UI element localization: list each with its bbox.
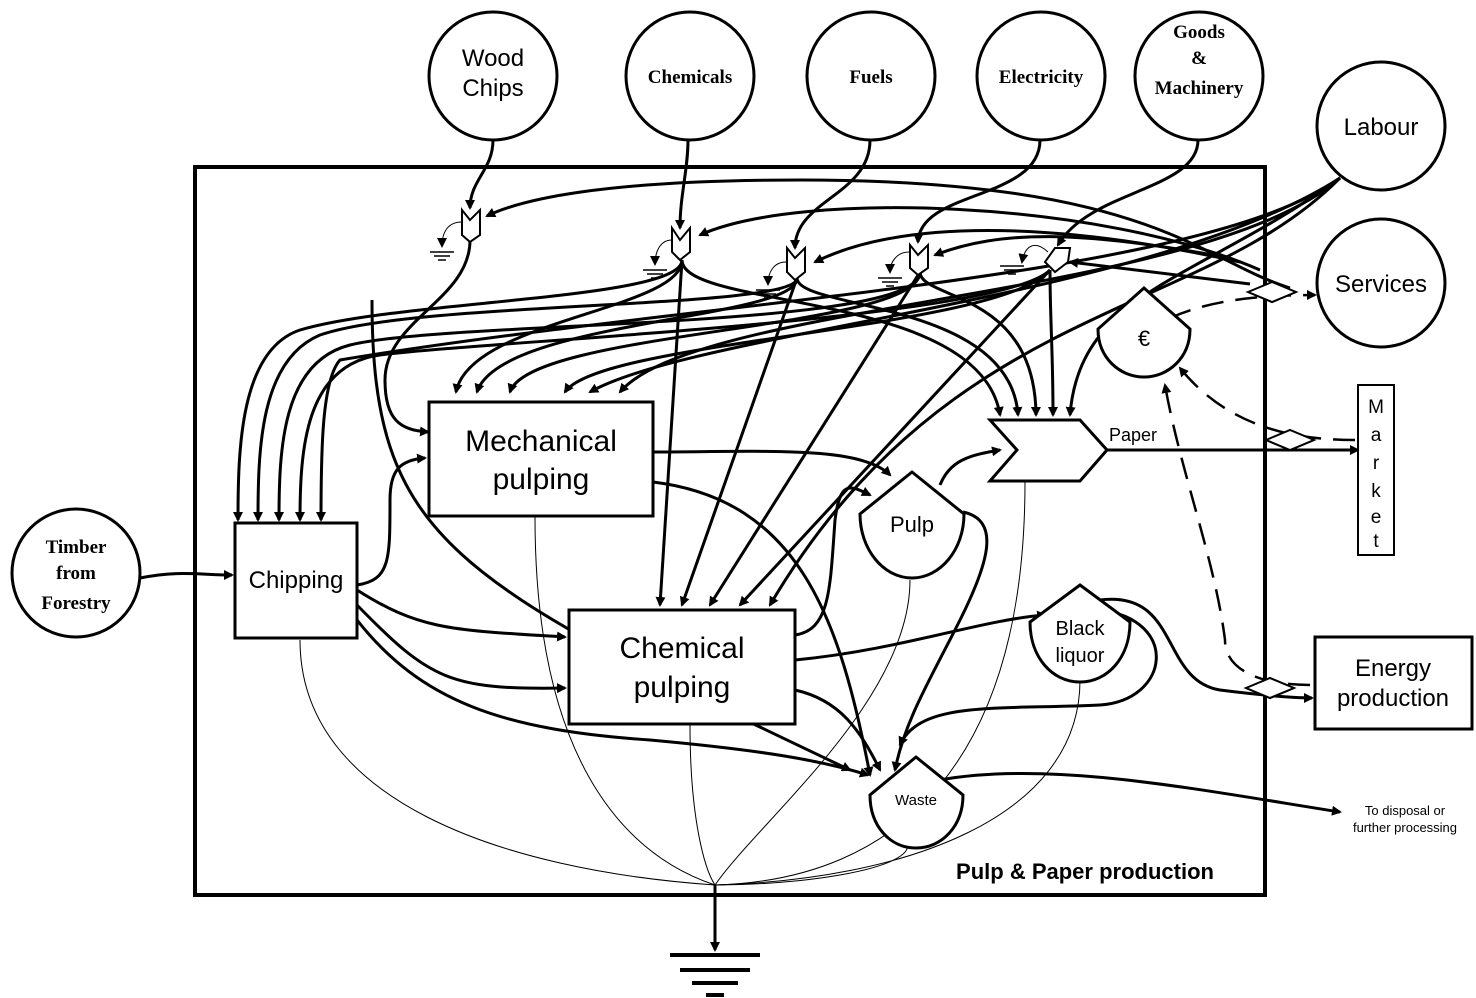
energy-label-2: production bbox=[1337, 685, 1449, 712]
goods-label-2: & bbox=[1191, 48, 1207, 69]
source-labour: Labour bbox=[1315, 60, 1447, 192]
source-inflows bbox=[465, 139, 1200, 250]
euro-icon: € bbox=[1138, 326, 1150, 351]
storage-waste: Waste bbox=[868, 755, 965, 850]
interaction-heat-sinks bbox=[430, 221, 1049, 299]
chemical-label-1: Chemical bbox=[619, 632, 744, 665]
chipping-label: Chipping bbox=[249, 567, 344, 594]
disposal-label-2: further processing bbox=[1353, 820, 1457, 835]
process-chemical-pulping: Chemical pulping bbox=[567, 608, 797, 726]
disposal-output: To disposal or further processing bbox=[1353, 803, 1457, 835]
goods-label-3: Machinery bbox=[1155, 78, 1244, 99]
market-letter-t: t bbox=[1373, 531, 1379, 552]
wood-chips-label-2: Chips bbox=[462, 75, 523, 102]
system-label: Pulp & Paper production bbox=[956, 859, 1214, 884]
storage-pulp: Pulp bbox=[858, 470, 966, 580]
heat-sink-icon bbox=[670, 953, 760, 997]
wood-chips-label-1: Wood bbox=[462, 45, 524, 72]
market-letter-m: M bbox=[1368, 397, 1384, 418]
market-letter-r: r bbox=[1373, 453, 1380, 474]
goods-label-1: Goods bbox=[1173, 22, 1225, 43]
black-liquor-label-2: liquor bbox=[1056, 645, 1105, 667]
market-letter-e: e bbox=[1371, 507, 1382, 528]
system-boundary bbox=[193, 165, 1267, 897]
fuels-label: Fuels bbox=[849, 67, 892, 88]
services-label: Services bbox=[1335, 271, 1427, 298]
heat-sink-lines bbox=[299, 481, 1081, 952]
source-electricity: Electricity bbox=[975, 10, 1107, 142]
process-flows bbox=[139, 299, 1360, 816]
chemical-label-2: pulping bbox=[634, 671, 731, 704]
waste-label: Waste bbox=[895, 792, 937, 809]
market-letter-k: k bbox=[1371, 481, 1381, 502]
source-fuels: Fuels bbox=[805, 10, 937, 142]
timber-label-2: from bbox=[56, 563, 96, 584]
disposal-label-1: To disposal or bbox=[1365, 803, 1446, 818]
process-chipping: Chipping bbox=[233, 521, 359, 640]
paper-label: Paper bbox=[1109, 425, 1157, 445]
money-flows bbox=[1161, 290, 1356, 687]
pulp-label: Pulp bbox=[890, 512, 934, 537]
source-chemicals: Chemicals bbox=[624, 10, 756, 142]
chemicals-label: Chemicals bbox=[648, 67, 732, 88]
energy-production-box: Energy production bbox=[1313, 635, 1474, 731]
mechanical-label-1: Mechanical bbox=[465, 425, 617, 458]
storage-black-liquor: Black liquor bbox=[1028, 583, 1132, 684]
source-goods-machinery: Goods & Machinery bbox=[1133, 10, 1265, 142]
electricity-label: Electricity bbox=[999, 67, 1084, 88]
timber-label-3: Forestry bbox=[41, 593, 111, 614]
timber-label-1: Timber bbox=[46, 537, 107, 558]
interaction-symbols bbox=[461, 207, 1072, 282]
mechanical-label-2: pulping bbox=[493, 463, 590, 496]
labour-label: Labour bbox=[1344, 114, 1419, 141]
energy-label-1: Energy bbox=[1355, 655, 1431, 682]
transaction-diamonds bbox=[1243, 280, 1317, 700]
distribution-flows bbox=[233, 176, 1342, 607]
source-timber: Timber from Forestry bbox=[10, 507, 142, 639]
services-feedback bbox=[485, 178, 1291, 290]
source-services: Services bbox=[1315, 217, 1447, 349]
storage-money: € bbox=[1096, 285, 1192, 379]
process-paper: Paper bbox=[986, 418, 1157, 483]
source-wood-chips: Wood Chips bbox=[427, 10, 559, 142]
black-liquor-label-1: Black bbox=[1056, 618, 1106, 640]
process-mechanical-pulping: Mechanical pulping bbox=[427, 400, 655, 518]
market-box: M a r k e t bbox=[1357, 384, 1395, 556]
market-letter-a: a bbox=[1371, 425, 1382, 446]
